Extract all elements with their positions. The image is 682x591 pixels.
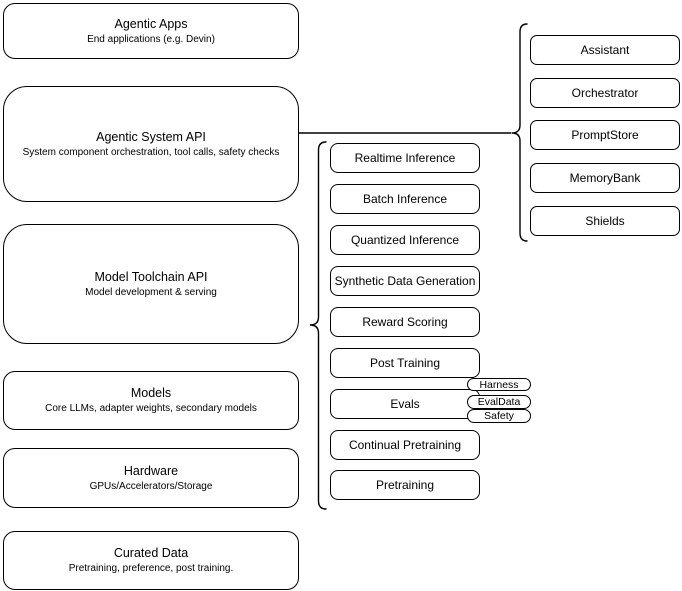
node-evals-harness: Harness (467, 378, 531, 391)
node-subtitle: System component orchestration, tool cal… (22, 146, 280, 158)
node-evals-evaldata: EvalData (467, 395, 531, 409)
node-subtitle: Pretraining, preference, post training. (68, 563, 234, 574)
node-title: Curated Data (113, 546, 189, 560)
node-agentic-apps: Agentic Apps End applications (e.g. Devi… (3, 3, 299, 59)
node-pretraining: Pretraining (330, 470, 480, 500)
node-promptstore: PromptStore (530, 120, 680, 150)
node-subtitle: Model development & serving (85, 286, 217, 298)
node-post-training: Post Training (330, 348, 480, 378)
node-reward-scoring: Reward Scoring (330, 307, 480, 337)
node-memorybank: MemoryBank (530, 163, 680, 193)
node-subtitle: GPUs/Accelerators/Storage (89, 480, 213, 492)
node-quantized-inference: Quantized Inference (330, 225, 480, 255)
node-evals: Evals (330, 389, 480, 419)
node-evals-safety: Safety (467, 409, 531, 423)
node-agentic-system-api: Agentic System API System component orch… (3, 86, 299, 202)
node-synthetic-data-generation: Synthetic Data Generation (330, 266, 480, 296)
node-hardware: Hardware GPUs/Accelerators/Storage (3, 448, 299, 508)
node-subtitle: End applications (e.g. Devin) (87, 33, 215, 45)
node-title: Agentic Apps (114, 16, 188, 31)
node-model-toolchain-api: Model Toolchain API Model development & … (3, 224, 299, 344)
node-assistant: Assistant (530, 35, 680, 65)
node-title: Hardware (123, 463, 179, 478)
node-orchestrator: Orchestrator (530, 78, 680, 108)
node-subtitle: Core LLMs, adapter weights, secondary mo… (45, 403, 257, 414)
toolchain-brace (309, 141, 327, 510)
node-title: Model Toolchain API (94, 269, 208, 284)
node-title: Agentic System API (96, 129, 206, 144)
node-realtime-inference: Realtime Inference (330, 143, 480, 173)
node-continual-pretraining: Continual Pretraining (330, 430, 480, 460)
node-title: Models (130, 386, 172, 400)
node-models: Models Core LLMs, adapter weights, secon… (3, 371, 299, 430)
node-batch-inference: Batch Inference (330, 184, 480, 214)
system-brace (511, 23, 528, 242)
node-shields: Shields (530, 206, 680, 236)
node-curated-data: Curated Data Pretraining, preference, po… (3, 531, 299, 590)
